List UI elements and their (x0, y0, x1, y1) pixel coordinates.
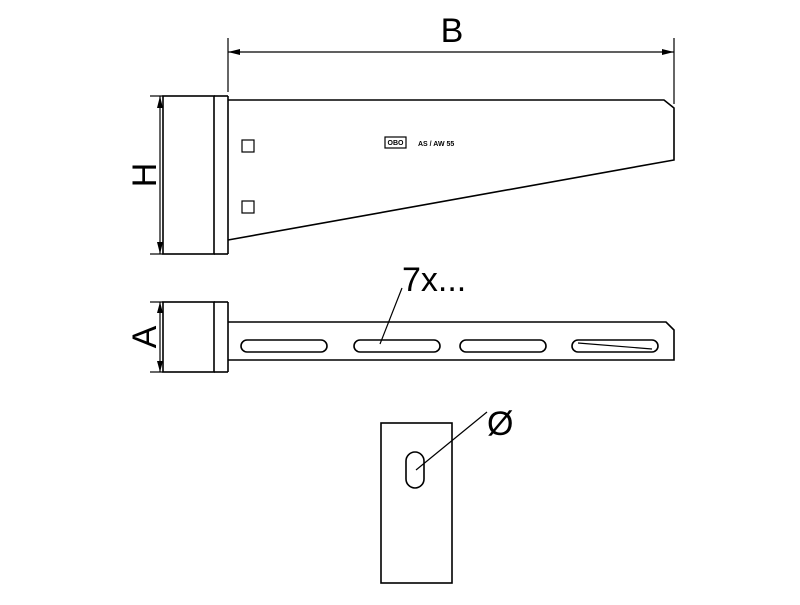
plate-oval-hole (405, 451, 425, 489)
dim-h-arrow-bottom (157, 242, 163, 254)
dim-a-arrow-bottom (157, 361, 163, 372)
dimension-b: B (227, 12, 675, 104)
side-arm-outline (227, 99, 675, 241)
dim-a-arrow-top (157, 302, 163, 313)
side-wall-plate (162, 95, 215, 255)
diameter-label: Ø (487, 405, 513, 443)
plate-front-outline (380, 422, 453, 584)
slot-3 (459, 339, 547, 353)
dim-b-arrow-left (228, 49, 240, 55)
slot-1 (240, 339, 328, 353)
top-wall-plate (162, 301, 215, 373)
slot-count-leader (379, 287, 403, 345)
slot-count-label: 7x... (402, 261, 466, 299)
top-arm-outline (228, 321, 675, 361)
side-square-hole-bottom (241, 200, 255, 214)
dimension-a: A (126, 301, 164, 373)
dim-h-label: H (126, 163, 164, 188)
top-view: 7x... (162, 261, 675, 373)
dimension-h: H (126, 95, 164, 255)
diameter-leader (415, 411, 488, 471)
product-model-text: AS / AW 55 (418, 141, 454, 148)
dim-a-label: A (126, 325, 164, 348)
side-square-hole-top (241, 139, 255, 153)
obo-logo (384, 136, 407, 149)
dim-b-label: B (441, 12, 464, 50)
dim-h-arrow-top (157, 96, 163, 108)
obo-logo-text: OBO (388, 140, 405, 147)
slot-4-hatch (577, 342, 653, 350)
plate-front-view: Ø (380, 405, 513, 584)
dim-b-arrow-right (662, 49, 674, 55)
side-view: OBO AS / AW 55 (162, 95, 675, 255)
slot-2 (353, 339, 441, 353)
